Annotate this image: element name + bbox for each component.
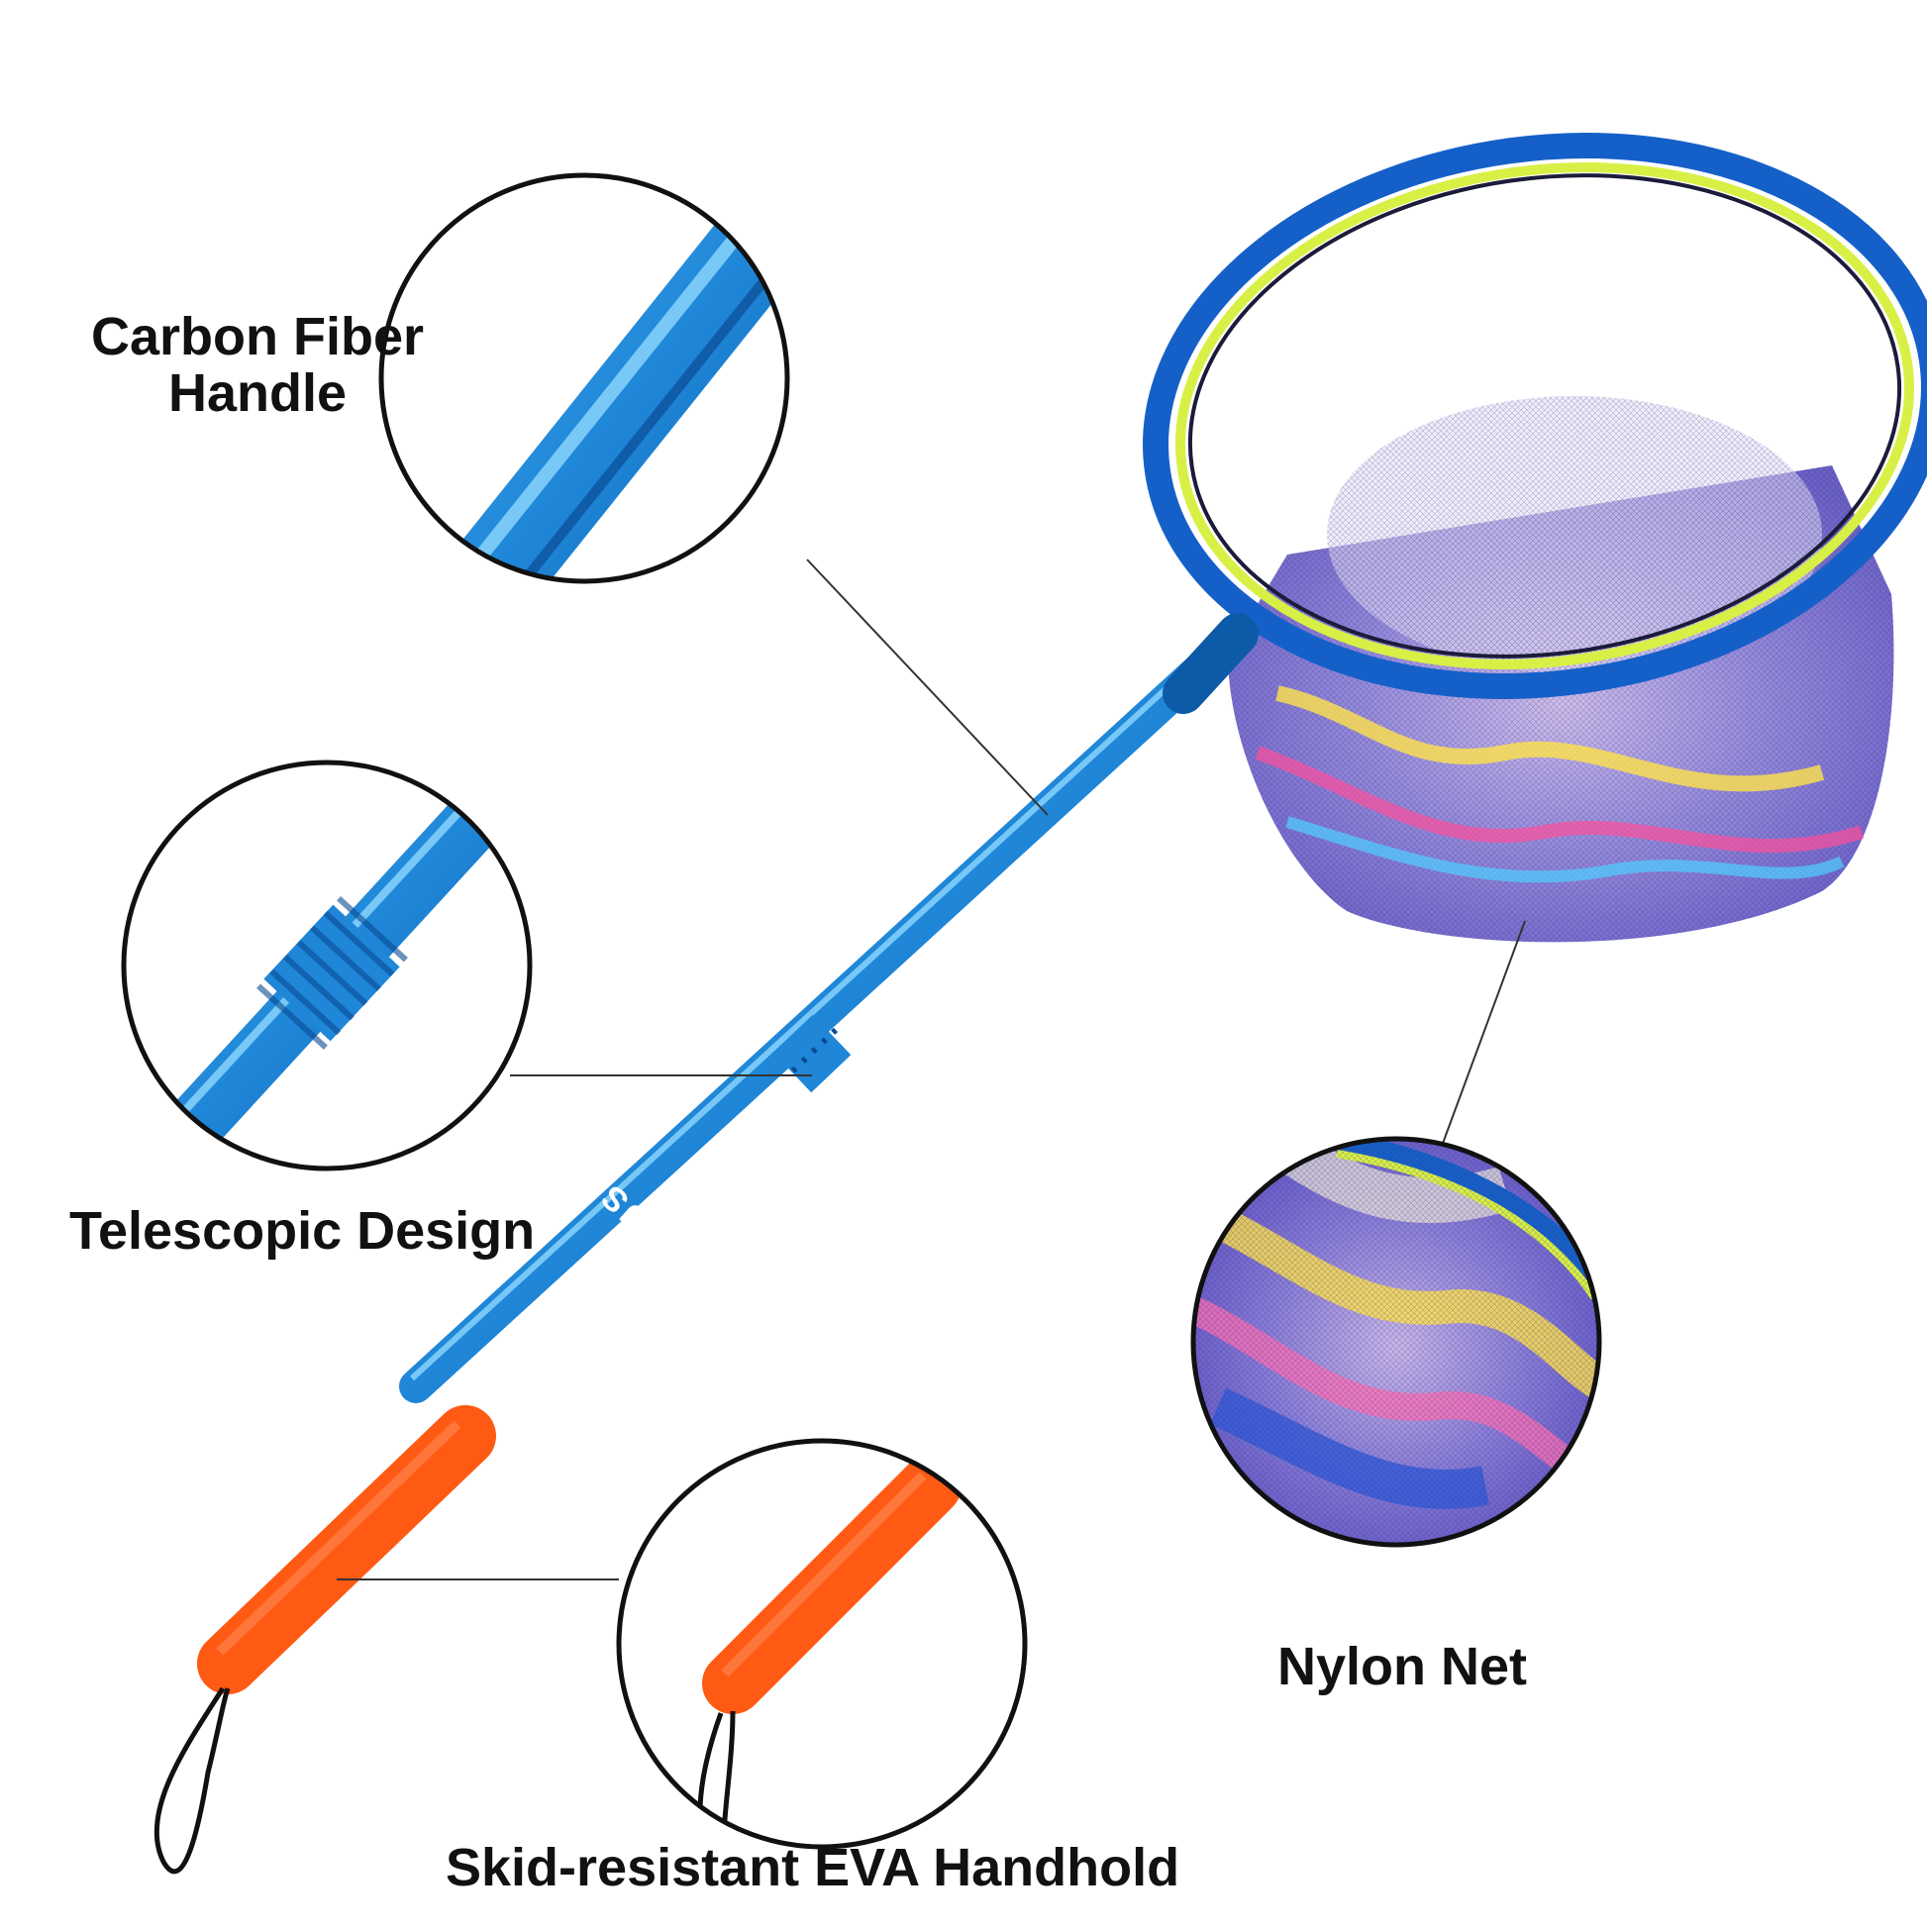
- detail-circle-telescopic: [121, 760, 533, 1171]
- lanyard: [153, 1686, 231, 1875]
- label-carbon-line1: Carbon Fiber: [90, 307, 425, 366]
- callout-lines: [337, 559, 1526, 1580]
- label-nylon-net: Nylon Net: [1277, 1637, 1528, 1696]
- eva-grip: [197, 1405, 496, 1694]
- telescopic-ring: [772, 1014, 852, 1093]
- pole: PLUSINNO: [399, 613, 1259, 1403]
- label-telescopic-design: Telescopic Design: [69, 1201, 536, 1261]
- label-carbon-fiber-handle: Carbon Fiber Handle: [59, 309, 456, 421]
- net-bag: [1228, 396, 1894, 943]
- net-hoop: [1143, 133, 1927, 699]
- label-carbon-line2: Handle: [167, 362, 348, 423]
- label-eva-handhold: Skid-resistant EVA Handhold: [446, 1838, 1180, 1897]
- detail-circle-nylon: [1190, 1136, 1602, 1548]
- detail-circle-eva: [616, 1438, 1028, 1850]
